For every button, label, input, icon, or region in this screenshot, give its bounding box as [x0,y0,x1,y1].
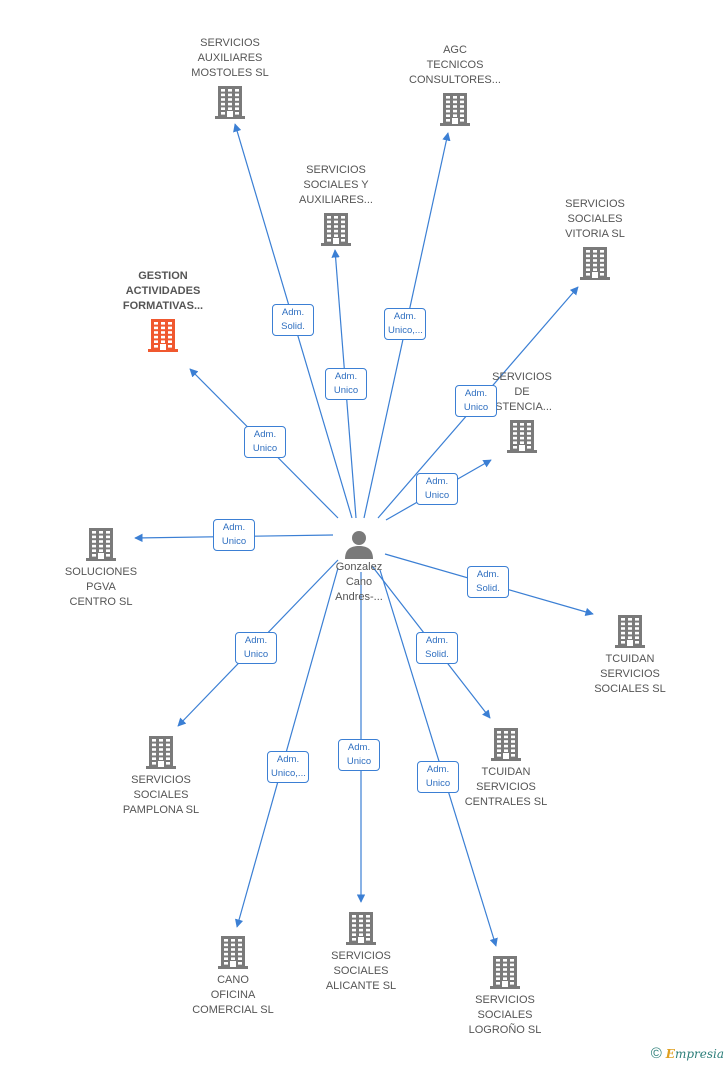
company-node[interactable]: SERVICIOS SOCIALES VITORIA SL [520,197,670,280]
edge-role-label[interactable]: Adm. Unico [417,761,459,793]
building-icon [580,247,610,280]
edge-role-label[interactable]: Adm. Solid. [467,566,509,598]
company-node[interactable]: CANO OFICINA COMERCIAL SL [158,935,308,1018]
company-node[interactable]: SERVICIOS SOCIALES LOGROÑO SL [430,955,580,1038]
building-icon [215,86,245,119]
company-name: SERVICIOS DE ISTENCIA... [492,371,552,413]
company-node[interactable]: SERVICIOS DE ISTENCIA... [447,370,597,453]
company-node[interactable]: TCUIDAN SERVICIOS SOCIALES SL [555,614,705,697]
edge-role-label[interactable]: Adm. Solid. [416,632,458,664]
building-icon [146,736,176,769]
building-icon [346,912,376,945]
company-name: SERVICIOS SOCIALES LOGROÑO SL [468,994,542,1036]
person-name: Gonzalez Cano Andres-... [335,561,383,603]
edge-role-label[interactable]: Adm. Unico [416,473,458,505]
company-name: SERVICIOS SOCIALES VITORIA SL [565,198,625,240]
edge-role-label[interactable]: Adm. Solid. [272,304,314,336]
company-name: TCUIDAN SERVICIOS SOCIALES SL [594,653,666,695]
company-node[interactable]: SERVICIOS SOCIALES Y AUXILIARES... [261,163,411,246]
company-name: AGC TECNICOS CONSULTORES... [409,44,501,86]
brand-name: Empresia [665,1047,724,1061]
company-node[interactable]: SOLUCIONES PGVA CENTRO SL [26,527,176,610]
company-node[interactable]: SERVICIOS AUXILIARES MOSTOLES SL [155,36,305,119]
building-icon [86,528,116,561]
company-name: TCUIDAN SERVICIOS CENTRALES SL [464,766,548,808]
edge-role-label[interactable]: Adm. Unico [244,426,286,458]
building-icon [321,213,351,246]
edge-c13 [379,569,498,947]
company-name: SERVICIOS SOCIALES PAMPLONA SL [122,774,200,816]
company-name: SERVICIOS SOCIALES Y AUXILIARES... [299,164,373,206]
company-name: SERVICIOS SOCIALES ALICANTE SL [325,950,397,992]
footer-brand: ©Empresia [651,1045,724,1062]
building-icon [507,420,537,453]
building-icon [440,93,470,126]
company-node[interactable]: AGC TECNICOS CONSULTORES... [380,43,530,126]
company-node[interactable]: SERVICIOS SOCIALES PAMPLONA SL [86,735,236,818]
company-name: GESTION ACTIVIDADES FORMATIVAS... [122,270,204,312]
copyright-icon: © [650,1045,662,1062]
edge-role-label[interactable]: Adm. Unico [213,519,255,551]
building-icon [218,936,248,969]
company-name: SOLUCIONES PGVA CENTRO SL [64,566,138,608]
person-node[interactable]: Gonzalez Cano Andres-... [284,528,434,605]
person-icon [345,531,373,559]
edge-role-label[interactable]: Adm. Unico [325,368,367,400]
edge-c11 [235,567,339,928]
company-node[interactable]: TCUIDAN SERVICIOS CENTRALES SL [431,727,581,810]
building-icon [490,956,520,989]
company-name: CANO OFICINA COMERCIAL SL [192,974,274,1016]
edge-role-label[interactable]: Adm. Unico [235,632,277,664]
edge-role-label[interactable]: Adm. Unico [338,739,380,771]
edge-role-label[interactable]: Adm. Unico [455,385,497,417]
building-icon [148,319,178,352]
company-node[interactable]: GESTION ACTIVIDADES FORMATIVAS... [88,269,238,352]
edge-role-label[interactable]: Adm. Unico,... [267,751,309,783]
edge-role-label[interactable]: Adm. Unico,... [384,308,426,340]
company-node[interactable]: SERVICIOS SOCIALES ALICANTE SL [286,911,436,994]
building-icon [615,615,645,648]
building-icon [491,728,521,761]
company-name: SERVICIOS AUXILIARES MOSTOLES SL [191,37,269,79]
